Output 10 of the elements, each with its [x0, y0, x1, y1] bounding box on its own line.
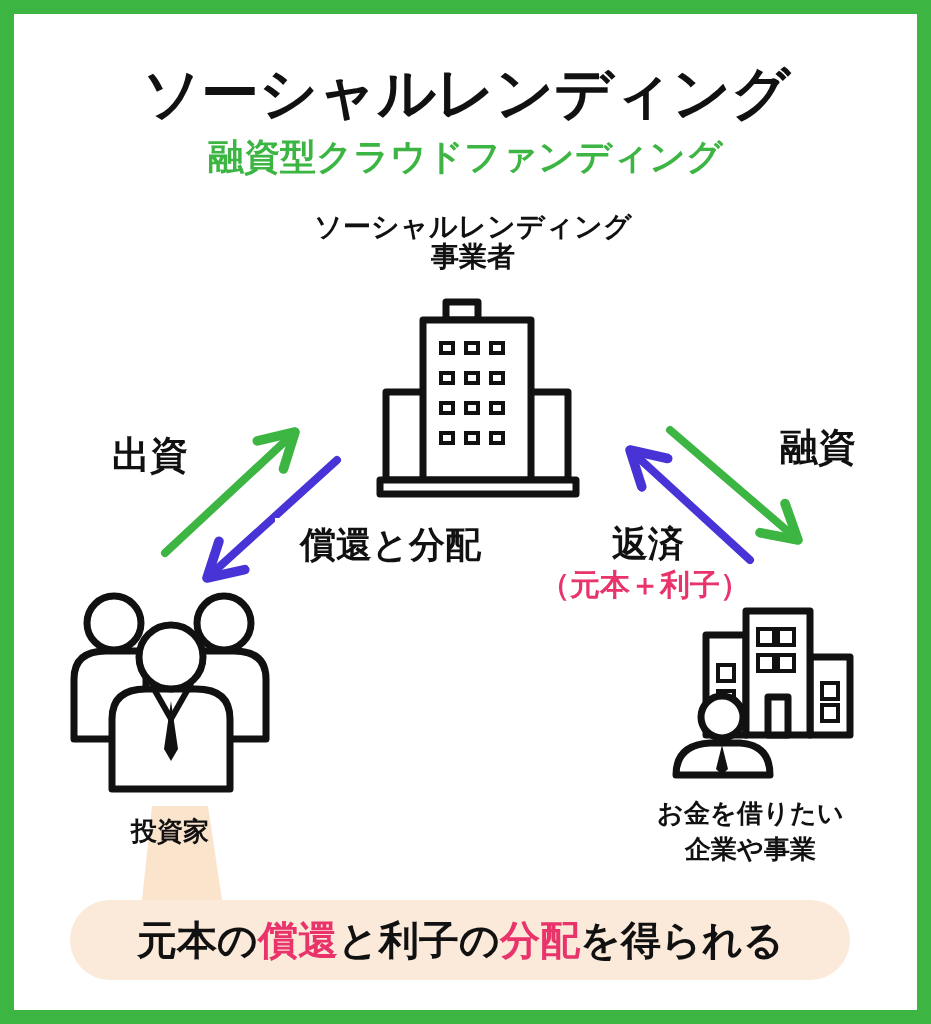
arrow: [666, 426, 803, 545]
callout-text: 元本の償還と利子の分配を得られる: [135, 916, 785, 965]
arrow: [625, 445, 754, 564]
arrow: [202, 456, 341, 583]
node-label: 投資家: [129, 815, 210, 847]
arrow: [161, 427, 300, 557]
node-label: ソーシャルレンディング事業者: [312, 212, 633, 272]
title: ソーシャルレンディング: [140, 58, 792, 128]
node-label: お金を借りたい企業や事業: [655, 797, 845, 866]
subtitle: 融資型クラウドファンディング: [207, 135, 725, 179]
